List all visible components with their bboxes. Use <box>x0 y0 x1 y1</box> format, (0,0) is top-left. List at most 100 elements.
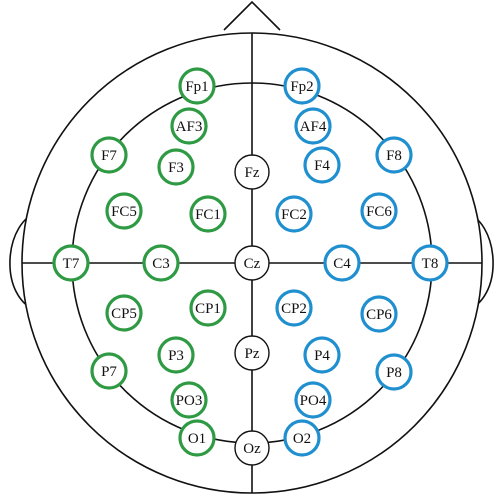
electrode-label-cp1: CP1 <box>195 301 221 317</box>
electrode-marker-fc1 <box>189 195 227 233</box>
electrode-label-af3: AF3 <box>176 119 203 135</box>
electrode-cp1: CP1 <box>189 289 227 327</box>
electrode-marker-o1 <box>178 419 216 457</box>
electrode-marker-po4 <box>294 381 332 419</box>
electrode-label-p7: P7 <box>101 364 117 380</box>
electrode-label-cp2: CP2 <box>281 301 307 317</box>
electrode-label-f8: F8 <box>386 148 402 164</box>
electrode-label-cz: Cz <box>244 256 261 272</box>
electrode-marker-p8 <box>375 353 413 391</box>
electrode-label-p8: P8 <box>386 365 402 381</box>
electrode-t7: T7 <box>52 244 90 282</box>
electrode-fz: Fz <box>234 154 270 190</box>
electrode-label-t8: T8 <box>422 256 439 272</box>
electrode-po3: PO3 <box>170 381 208 419</box>
electrode-label-pz: Pz <box>245 346 260 362</box>
electrode-c4: C4 <box>323 244 361 282</box>
electrode-o1: O1 <box>178 419 216 457</box>
electrode-label-fc5: FC5 <box>111 204 137 220</box>
electrode-label-po4: PO4 <box>300 393 327 409</box>
electrode-marker-oz <box>234 430 270 466</box>
electrode-f4: F4 <box>303 146 341 184</box>
electrode-f8: F8 <box>375 136 413 174</box>
electrode-marker-c4 <box>323 244 361 282</box>
electrode-marker-pz <box>234 335 270 371</box>
electrode-label-f7: F7 <box>101 148 117 164</box>
electrode-f3: F3 <box>157 148 195 186</box>
electrode-marker-f3 <box>157 148 195 186</box>
electrode-label-fc6: FC6 <box>366 204 392 220</box>
electrode-fc2: FC2 <box>275 195 313 233</box>
electrode-p7: P7 <box>90 352 128 390</box>
electrode-p8: P8 <box>375 353 413 391</box>
electrode-marker-p3 <box>157 336 195 374</box>
nose-shape <box>223 0 281 31</box>
electrode-marker-p4 <box>303 336 341 374</box>
electrode-marker-cp1 <box>189 289 227 327</box>
electrode-label-c3: C3 <box>152 256 170 272</box>
electrode-marker-af3 <box>170 107 208 145</box>
electrode-marker-t8 <box>411 244 449 282</box>
electrode-marker-o2 <box>283 419 321 457</box>
electrode-marker-fc5 <box>105 192 143 230</box>
electrode-fc1: FC1 <box>189 195 227 233</box>
electrode-af3: AF3 <box>170 107 208 145</box>
electrode-t8: T8 <box>411 244 449 282</box>
electrode-label-fz: Fz <box>245 165 260 181</box>
electrode-label-o1: O1 <box>188 431 206 447</box>
electrode-p3: P3 <box>157 336 195 374</box>
electrode-label-po3: PO3 <box>176 393 203 409</box>
electrode-label-cp5: CP5 <box>111 306 137 322</box>
electrode-p4: P4 <box>303 336 341 374</box>
electrode-label-fc2: FC2 <box>281 207 307 223</box>
electrode-marker-fc6 <box>360 192 398 230</box>
electrode-cp2: CP2 <box>275 289 313 327</box>
electrode-label-p3: P3 <box>168 348 184 364</box>
electrode-label-fp1: Fp1 <box>185 79 208 95</box>
electrode-label-cp6: CP6 <box>366 307 392 323</box>
electrode-o2: O2 <box>283 419 321 457</box>
electrode-label-o2: O2 <box>293 431 311 447</box>
electrode-marker-f7 <box>90 136 128 174</box>
electrode-f7: F7 <box>90 136 128 174</box>
electrode-label-p4: P4 <box>314 348 330 364</box>
electrode-cz: Cz <box>234 245 270 281</box>
electrode-fp2: Fp2 <box>283 67 321 105</box>
electrode-label-af4: AF4 <box>300 119 327 135</box>
electrode-af4: AF4 <box>294 107 332 145</box>
electrode-marker-po3 <box>170 381 208 419</box>
electrode-c3: C3 <box>142 244 180 282</box>
electrode-marker-fc2 <box>275 195 313 233</box>
electrode-marker-af4 <box>294 107 332 145</box>
electrode-marker-t7 <box>52 244 90 282</box>
electrode-label-t7: T7 <box>63 256 80 272</box>
electrode-label-fc1: FC1 <box>195 207 221 223</box>
electrode-cp5: CP5 <box>105 294 143 332</box>
electrode-label-f4: F4 <box>314 158 330 174</box>
electrode-fc6: FC6 <box>360 192 398 230</box>
electrode-marker-cp2 <box>275 289 313 327</box>
electrode-po4: PO4 <box>294 381 332 419</box>
electrode-marker-fp2 <box>283 67 321 105</box>
electrode-marker-cp5 <box>105 294 143 332</box>
electrode-marker-f8 <box>375 136 413 174</box>
electrode-marker-fz <box>234 154 270 190</box>
electrode-fc5: FC5 <box>105 192 143 230</box>
electrode-cp6: CP6 <box>360 295 398 333</box>
electrode-marker-fp1 <box>178 67 216 105</box>
electrode-label-fp2: Fp2 <box>290 79 313 95</box>
electrode-pz: Pz <box>234 335 270 371</box>
electrode-label-oz: Oz <box>243 441 261 457</box>
electrode-label-f3: F3 <box>168 160 184 176</box>
electrode-marker-f4 <box>303 146 341 184</box>
electrode-label-c4: C4 <box>333 256 351 272</box>
electrode-oz: Oz <box>234 430 270 466</box>
electrode-marker-cz <box>234 245 270 281</box>
electrode-marker-p7 <box>90 352 128 390</box>
electrode-fp1: Fp1 <box>178 67 216 105</box>
electrode-marker-c3 <box>142 244 180 282</box>
electrode-marker-cp6 <box>360 295 398 333</box>
